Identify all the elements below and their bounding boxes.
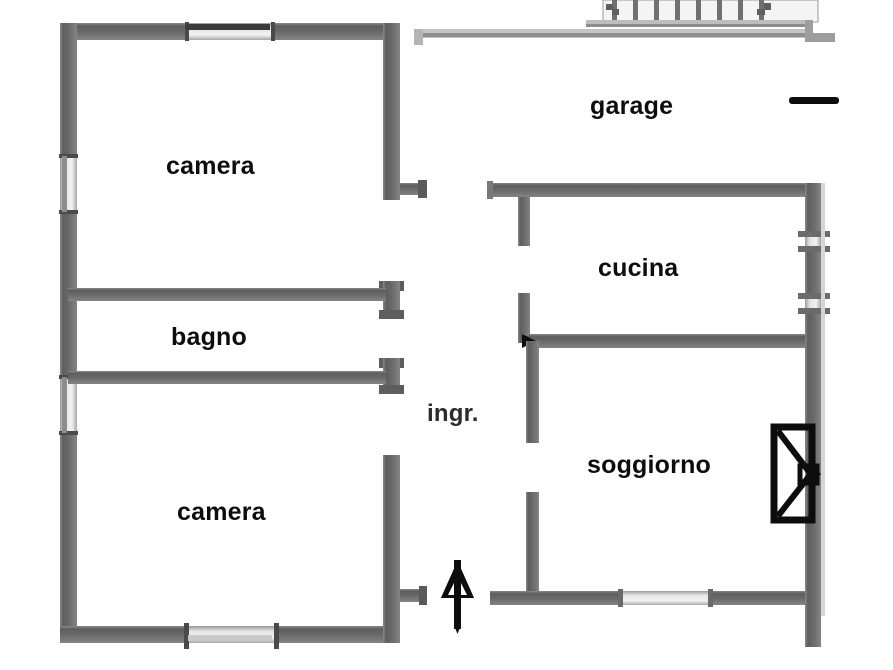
- garage-boundary-walls: [414, 20, 835, 45]
- room-label-bagno: bagno: [171, 323, 247, 351]
- wall-central-vertical: [379, 23, 427, 643]
- room-label-soggiorno: soggiorno: [587, 451, 712, 479]
- wall-bottom-camera: [60, 623, 400, 649]
- room-label-cucina: cucina: [598, 254, 679, 282]
- room-label-ingresso: ingr.: [427, 400, 479, 427]
- wall-stub-cucina-sw: [518, 293, 530, 343]
- wall-camera-bagno: [68, 288, 386, 301]
- window-opening: [805, 235, 821, 249]
- window-opening: [805, 297, 821, 311]
- window-opening: [620, 591, 712, 605]
- wall-bagno-camera: [68, 371, 386, 384]
- wall-soggiorno-south: [490, 589, 821, 647]
- wall-top-camera: [60, 22, 400, 41]
- wall-stub-soggiorno-sw: [526, 492, 539, 599]
- staircase-icon: [602, 0, 819, 23]
- window-swing-icon: [770, 423, 821, 524]
- room-label-camera-bottom: camera: [177, 498, 266, 526]
- north-arrow-icon: [441, 560, 474, 634]
- wall-cucina-north: [487, 181, 813, 199]
- wall-cucina-soggiorno: [522, 334, 817, 348]
- room-label-garage: garage: [590, 92, 674, 120]
- scale-bar-icon: [789, 97, 839, 104]
- room-label-camera-top: camera: [166, 152, 255, 180]
- wall-left-exterior: [59, 23, 78, 643]
- wall-stub-soggiorno-nw: [526, 341, 539, 443]
- wall-stub-cucina-nw: [518, 197, 530, 246]
